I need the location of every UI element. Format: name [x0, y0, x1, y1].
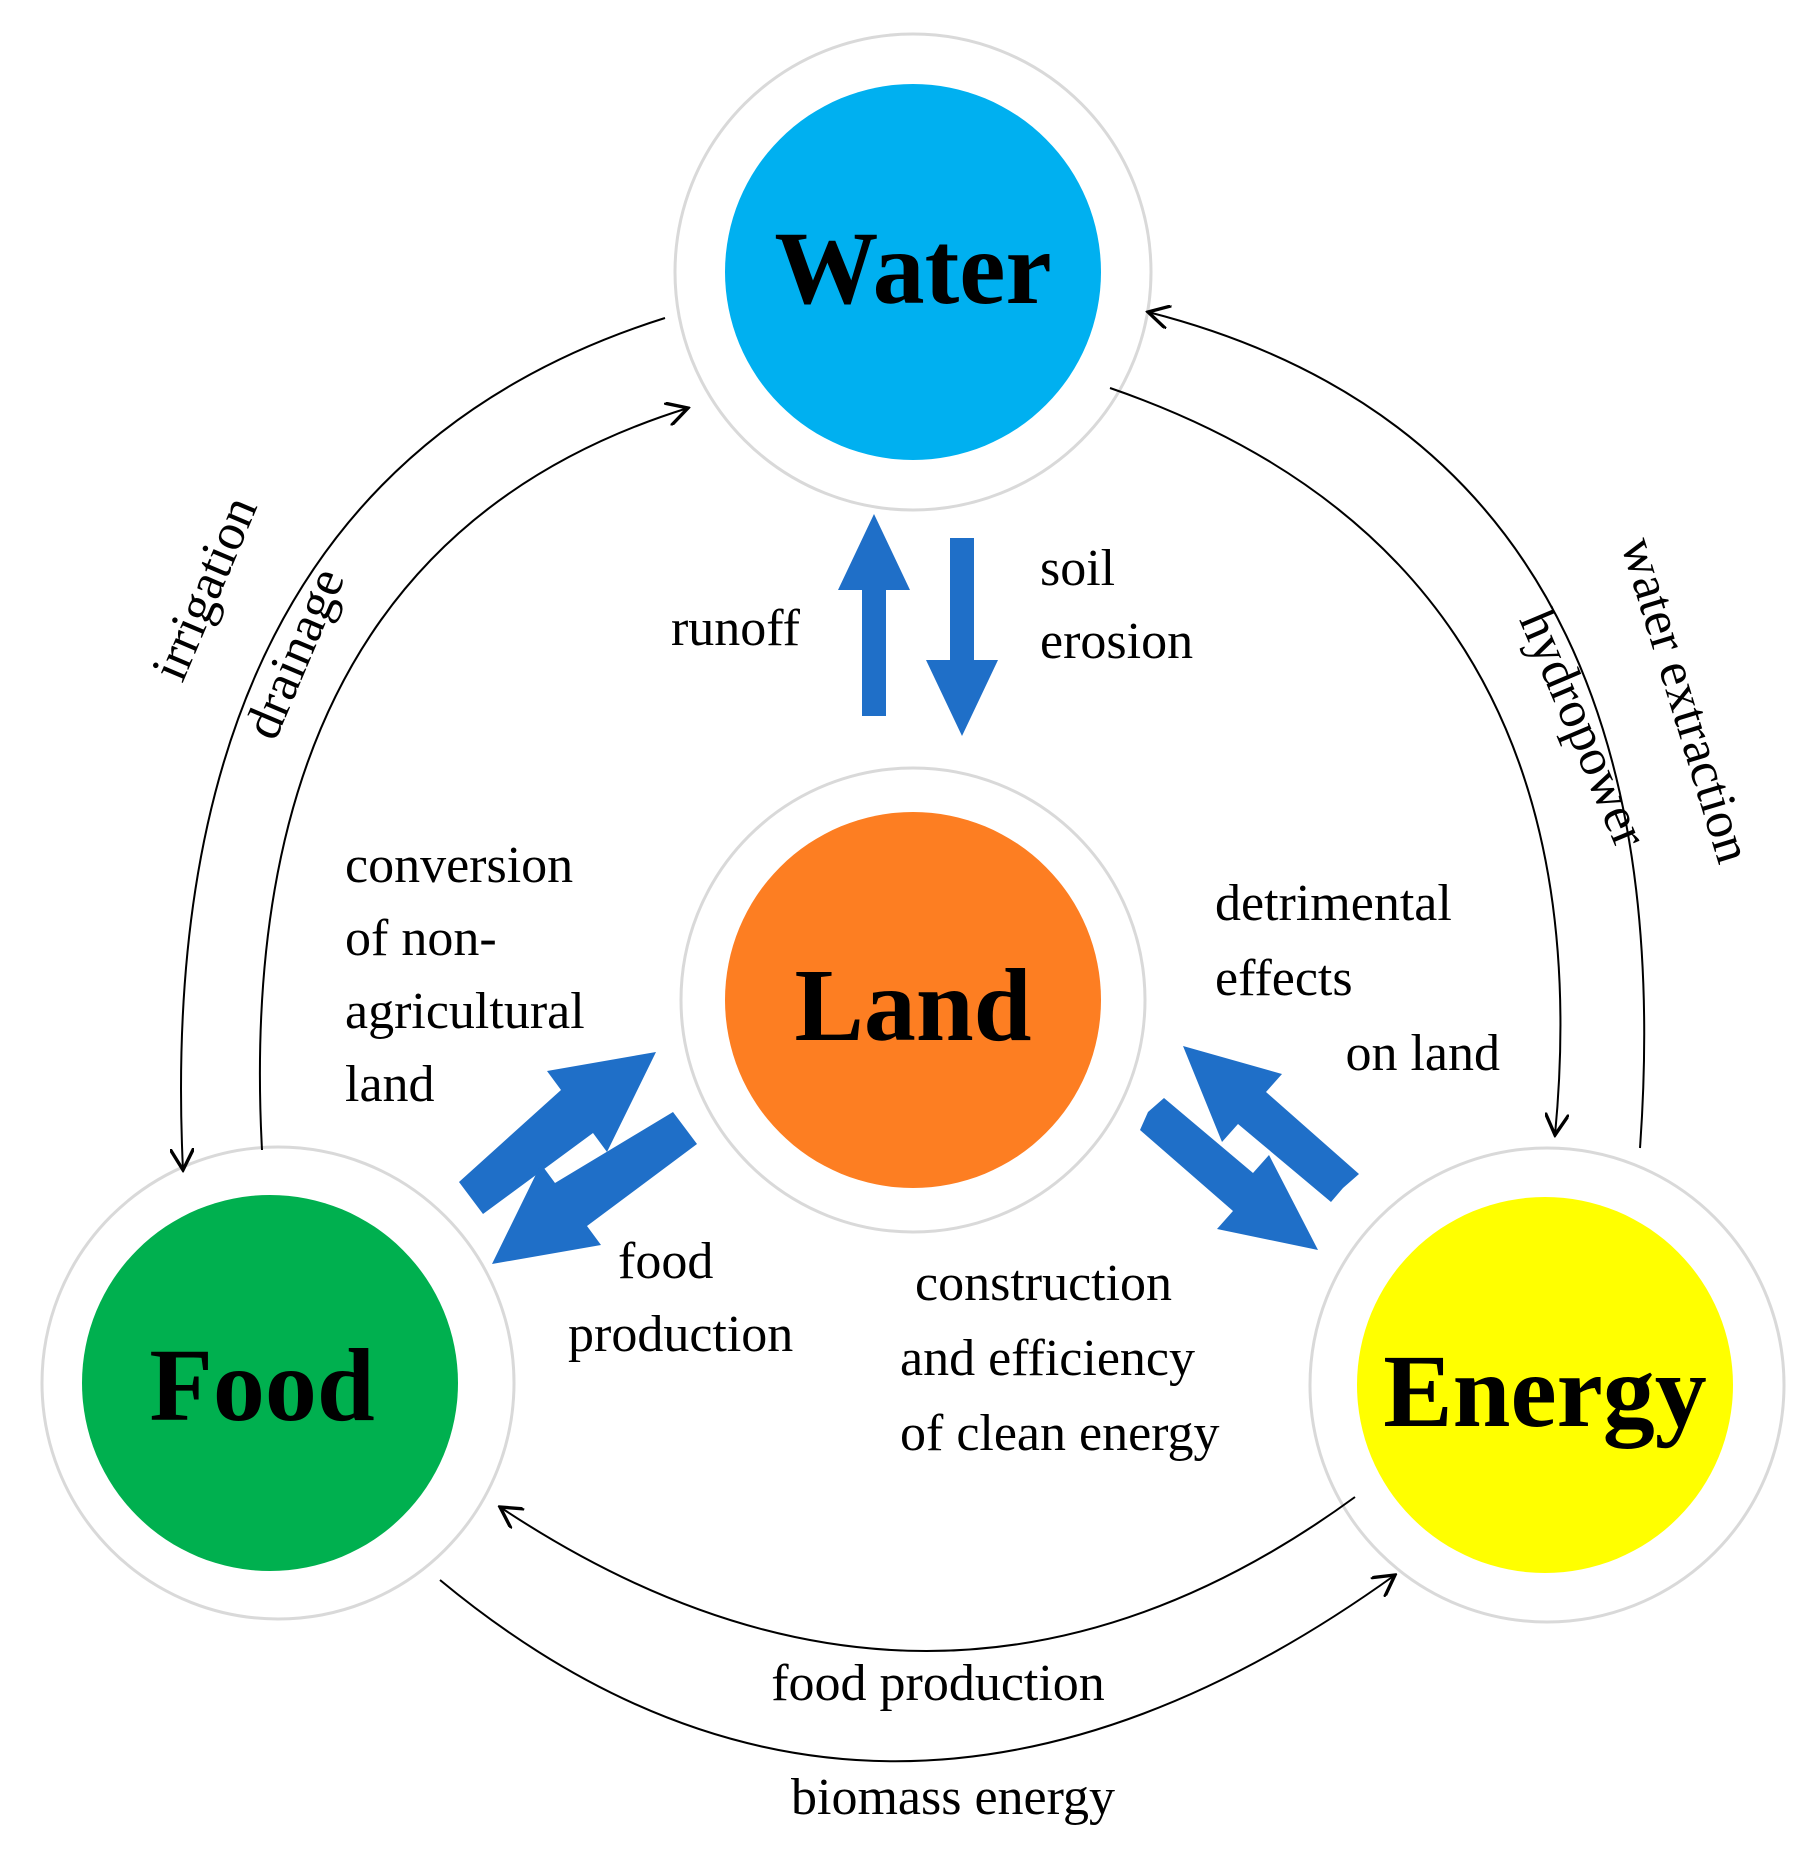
runoff-text: runoff	[671, 600, 801, 657]
food-production-text-1: food	[618, 1233, 713, 1290]
clean-energy-text-2: and efficiency	[900, 1330, 1195, 1387]
food-production-arrow	[492, 1112, 697, 1264]
irrigation-arrow	[181, 317, 666, 1170]
food-production-bottom-text: food production	[771, 1655, 1105, 1712]
irrigation-text: irrigation	[141, 488, 269, 688]
detrimental-text-2: effects	[1215, 950, 1353, 1007]
water-node[interactable]	[725, 84, 1101, 460]
food-production-text-2: production	[568, 1306, 793, 1363]
drainage-text: drainage	[234, 560, 356, 747]
soil-erosion-arrow	[926, 538, 998, 736]
conversion-text-1: conversion	[345, 837, 573, 894]
detrimental-text-3: on land	[1345, 1025, 1500, 1082]
energy-node[interactable]	[1357, 1197, 1733, 1573]
detrimental-effects-arrow	[1183, 1046, 1359, 1202]
food-to-energy-arrow	[439, 1575, 1395, 1763]
clean-energy-text-1: construction	[915, 1255, 1172, 1312]
soil-erosion-text-1: soil	[1040, 540, 1115, 597]
land-node[interactable]	[725, 812, 1101, 1188]
clean-energy-arrow	[1140, 1098, 1318, 1250]
food-label: Food	[149, 1328, 374, 1443]
water-label: Water	[774, 211, 1051, 326]
conversion-text-3: agricultural	[345, 983, 585, 1040]
energy-to-food-arrow	[500, 1496, 1356, 1652]
food-node[interactable]	[82, 1195, 458, 1571]
detrimental-text-1: detrimental	[1215, 875, 1452, 932]
soil-erosion-text-2: erosion	[1040, 613, 1193, 670]
conversion-text-2: of non-	[345, 910, 497, 967]
conversion-text-4: land	[345, 1056, 435, 1113]
conversion-arrow	[459, 1052, 656, 1214]
land-label: Land	[794, 948, 1031, 1063]
biomass-energy-text: biomass energy	[791, 1769, 1115, 1826]
drainage-arrow	[258, 408, 688, 1151]
clean-energy-text-3: of clean energy	[900, 1405, 1220, 1462]
hydropower-arrow	[1109, 387, 1560, 1135]
water-extraction-arrow	[1148, 312, 1646, 1149]
hydropower-text: hydropower	[1508, 602, 1659, 856]
runoff-arrow	[838, 514, 910, 716]
energy-label: Energy	[1383, 1334, 1707, 1449]
